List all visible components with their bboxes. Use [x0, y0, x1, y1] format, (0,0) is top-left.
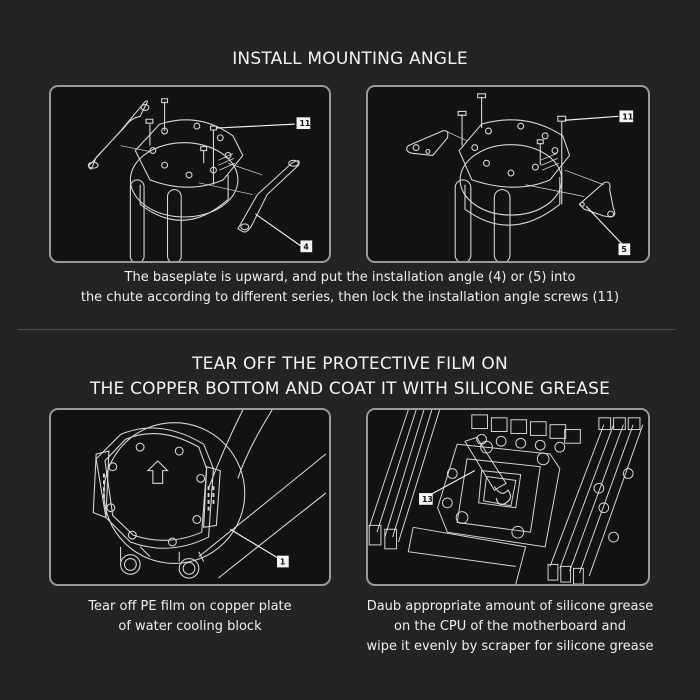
callout-5 [618, 243, 631, 256]
caption-line: on the CPU of the motherboard and [394, 619, 626, 634]
svg-text:13: 13 [422, 495, 433, 504]
svg-text:11: 11 [622, 112, 633, 121]
caption-line: wipe it evenly by scraper for silicone g… [366, 639, 654, 654]
vrm-row [471, 414, 581, 453]
svg-text:4: 4 [303, 242, 309, 251]
callout-11 [296, 117, 311, 130]
callout-labels: 11 4 [296, 117, 313, 253]
caption-line: The baseplate is upward, and put the ins… [124, 270, 576, 285]
section-title-tear-off-protective-film: TEAR OFF THE PROTECTIVE FILM ON THE COPP… [0, 352, 700, 402]
silicone-grease-caption: Daub appropriate amount of silicone grea… [335, 597, 685, 657]
section-title-install-mounting-angle: INSTALL MOUNTING ANGLE [232, 49, 468, 69]
ram-slots-right [547, 417, 644, 584]
pump-block-with-angle-5-illustration [406, 93, 622, 261]
callout-11 [619, 110, 634, 123]
pe-film-diagram: 1 [49, 408, 331, 586]
callout-labels: 11 5 [618, 110, 634, 256]
callout-13 [419, 493, 433, 505]
caption-line: of water cooling block [118, 619, 262, 634]
section-divider [18, 329, 676, 330]
caption-line: Daub appropriate amount of silicone grea… [366, 599, 654, 614]
ram-slots-left [368, 410, 441, 550]
svg-text:11: 11 [299, 119, 310, 128]
mounting-angle-4-diagram: 11 4 [49, 85, 331, 263]
mounting-angle-5-diagram: 11 5 [366, 85, 650, 263]
motherboard-cpu-socket-illustration [368, 410, 644, 584]
water-block-bottom-illustration [92, 410, 327, 579]
caption-line: the chute according to different series,… [80, 290, 620, 305]
callout-labels: 13 [419, 493, 433, 505]
caption-line: Tear off PE film on copper plate [88, 599, 292, 614]
title-line: TEAR OFF THE PROTECTIVE FILM ON [192, 354, 508, 374]
pump-block-with-angle-4-illustration [87, 98, 302, 261]
callout-1 [277, 555, 289, 568]
title-line: THE COPPER BOTTOM AND COAT IT WITH SILIC… [89, 379, 611, 399]
section-1-caption: The baseplate is upward, and put the ins… [0, 268, 700, 308]
svg-text:5: 5 [621, 245, 626, 254]
callout-4 [300, 240, 313, 253]
callout-labels: 1 [277, 555, 289, 568]
pe-film-caption: Tear off PE film on copper plate of wate… [40, 597, 340, 637]
svg-text:1: 1 [280, 557, 285, 566]
silicone-grease-diagram: 13 [366, 408, 650, 586]
